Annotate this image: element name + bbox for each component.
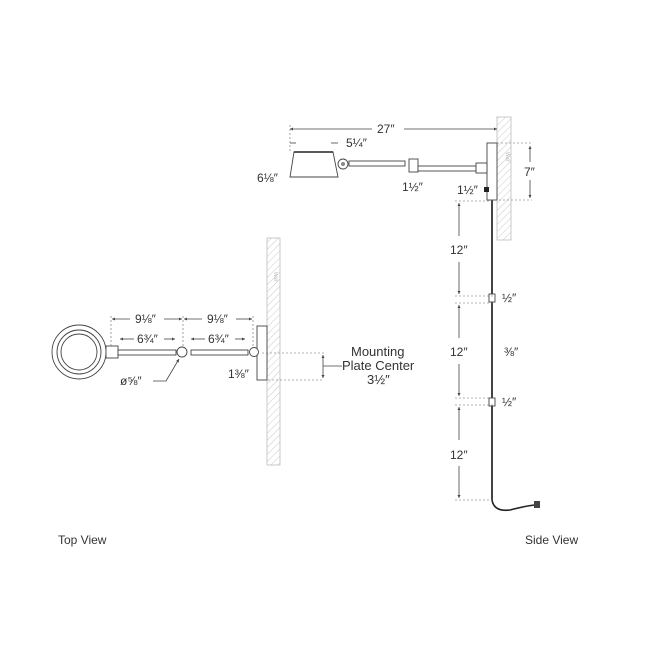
dim-overall-length: 27″ — [377, 122, 395, 136]
mounting-plate-value: 3½″ — [367, 372, 390, 387]
dim-connector-1: ½″ — [502, 291, 517, 305]
dim-arm-offset: 1½″ — [457, 183, 479, 197]
plug — [534, 501, 540, 508]
shade — [289, 151, 339, 178]
side-view-label: Side View — [525, 533, 578, 547]
top-rod-1 — [117, 349, 177, 356]
dim-shade-height: 6⅛″ — [257, 171, 279, 185]
elbow-joint — [408, 158, 419, 173]
mounting-plate-line1: Mounting — [351, 344, 404, 359]
dim-connector-2: ½″ — [502, 395, 517, 409]
top-joint-1 — [176, 346, 188, 358]
top-joint-2 — [249, 347, 259, 357]
dim-cord-diameter: ⅜″ — [504, 345, 519, 359]
dim-cord-segment-3: 12″ — [450, 448, 468, 462]
dim-arm-2-overall: 9⅛″ — [207, 312, 229, 326]
top-view-label: Top View — [58, 533, 107, 547]
cord-dims: 12″ 12″ 12″ ½″ ⅜″ ½″ — [450, 200, 519, 501]
dim-plate-height: 7″ — [524, 165, 536, 179]
dim-rod-2: 6¾″ — [208, 332, 230, 346]
dim-cord-segment-1: 12″ — [450, 243, 468, 257]
dim-rod-1: 6¾″ — [137, 332, 159, 346]
cord-tail — [491, 499, 536, 512]
arm-rod-1 — [348, 160, 406, 167]
side-wall — [496, 116, 512, 241]
dim-elbow: 1½″ — [402, 180, 424, 194]
side-switch — [484, 187, 489, 192]
top-wall-label: Wall — [272, 272, 278, 282]
side-view: Wall 27″ 5¼″ 6⅛″ 1½″ 1½″ 7″ — [257, 116, 578, 547]
dim-cord-segment-2: 12″ — [450, 345, 468, 359]
dim-shade-width: 5¼″ — [346, 136, 368, 150]
shade-mount-block — [105, 345, 119, 359]
dim-plate-depth: 1⅜″ — [228, 367, 250, 381]
dim-arm-1-overall: 9⅛″ — [135, 312, 157, 326]
top-view: Wall 9⅛″ 9⅛″ 6¾″ 6¾″ ø⅝″ 1⅜″ Mounting — [51, 237, 415, 547]
mounting-plate-line2: Plate Center — [342, 358, 415, 373]
top-rod-2 — [190, 349, 249, 356]
dim-rod-diameter: ø⅝″ — [120, 374, 142, 388]
side-wall-label: Wall — [504, 152, 510, 162]
arm-knuckle — [475, 162, 488, 174]
arm-rod-2 — [417, 165, 477, 172]
